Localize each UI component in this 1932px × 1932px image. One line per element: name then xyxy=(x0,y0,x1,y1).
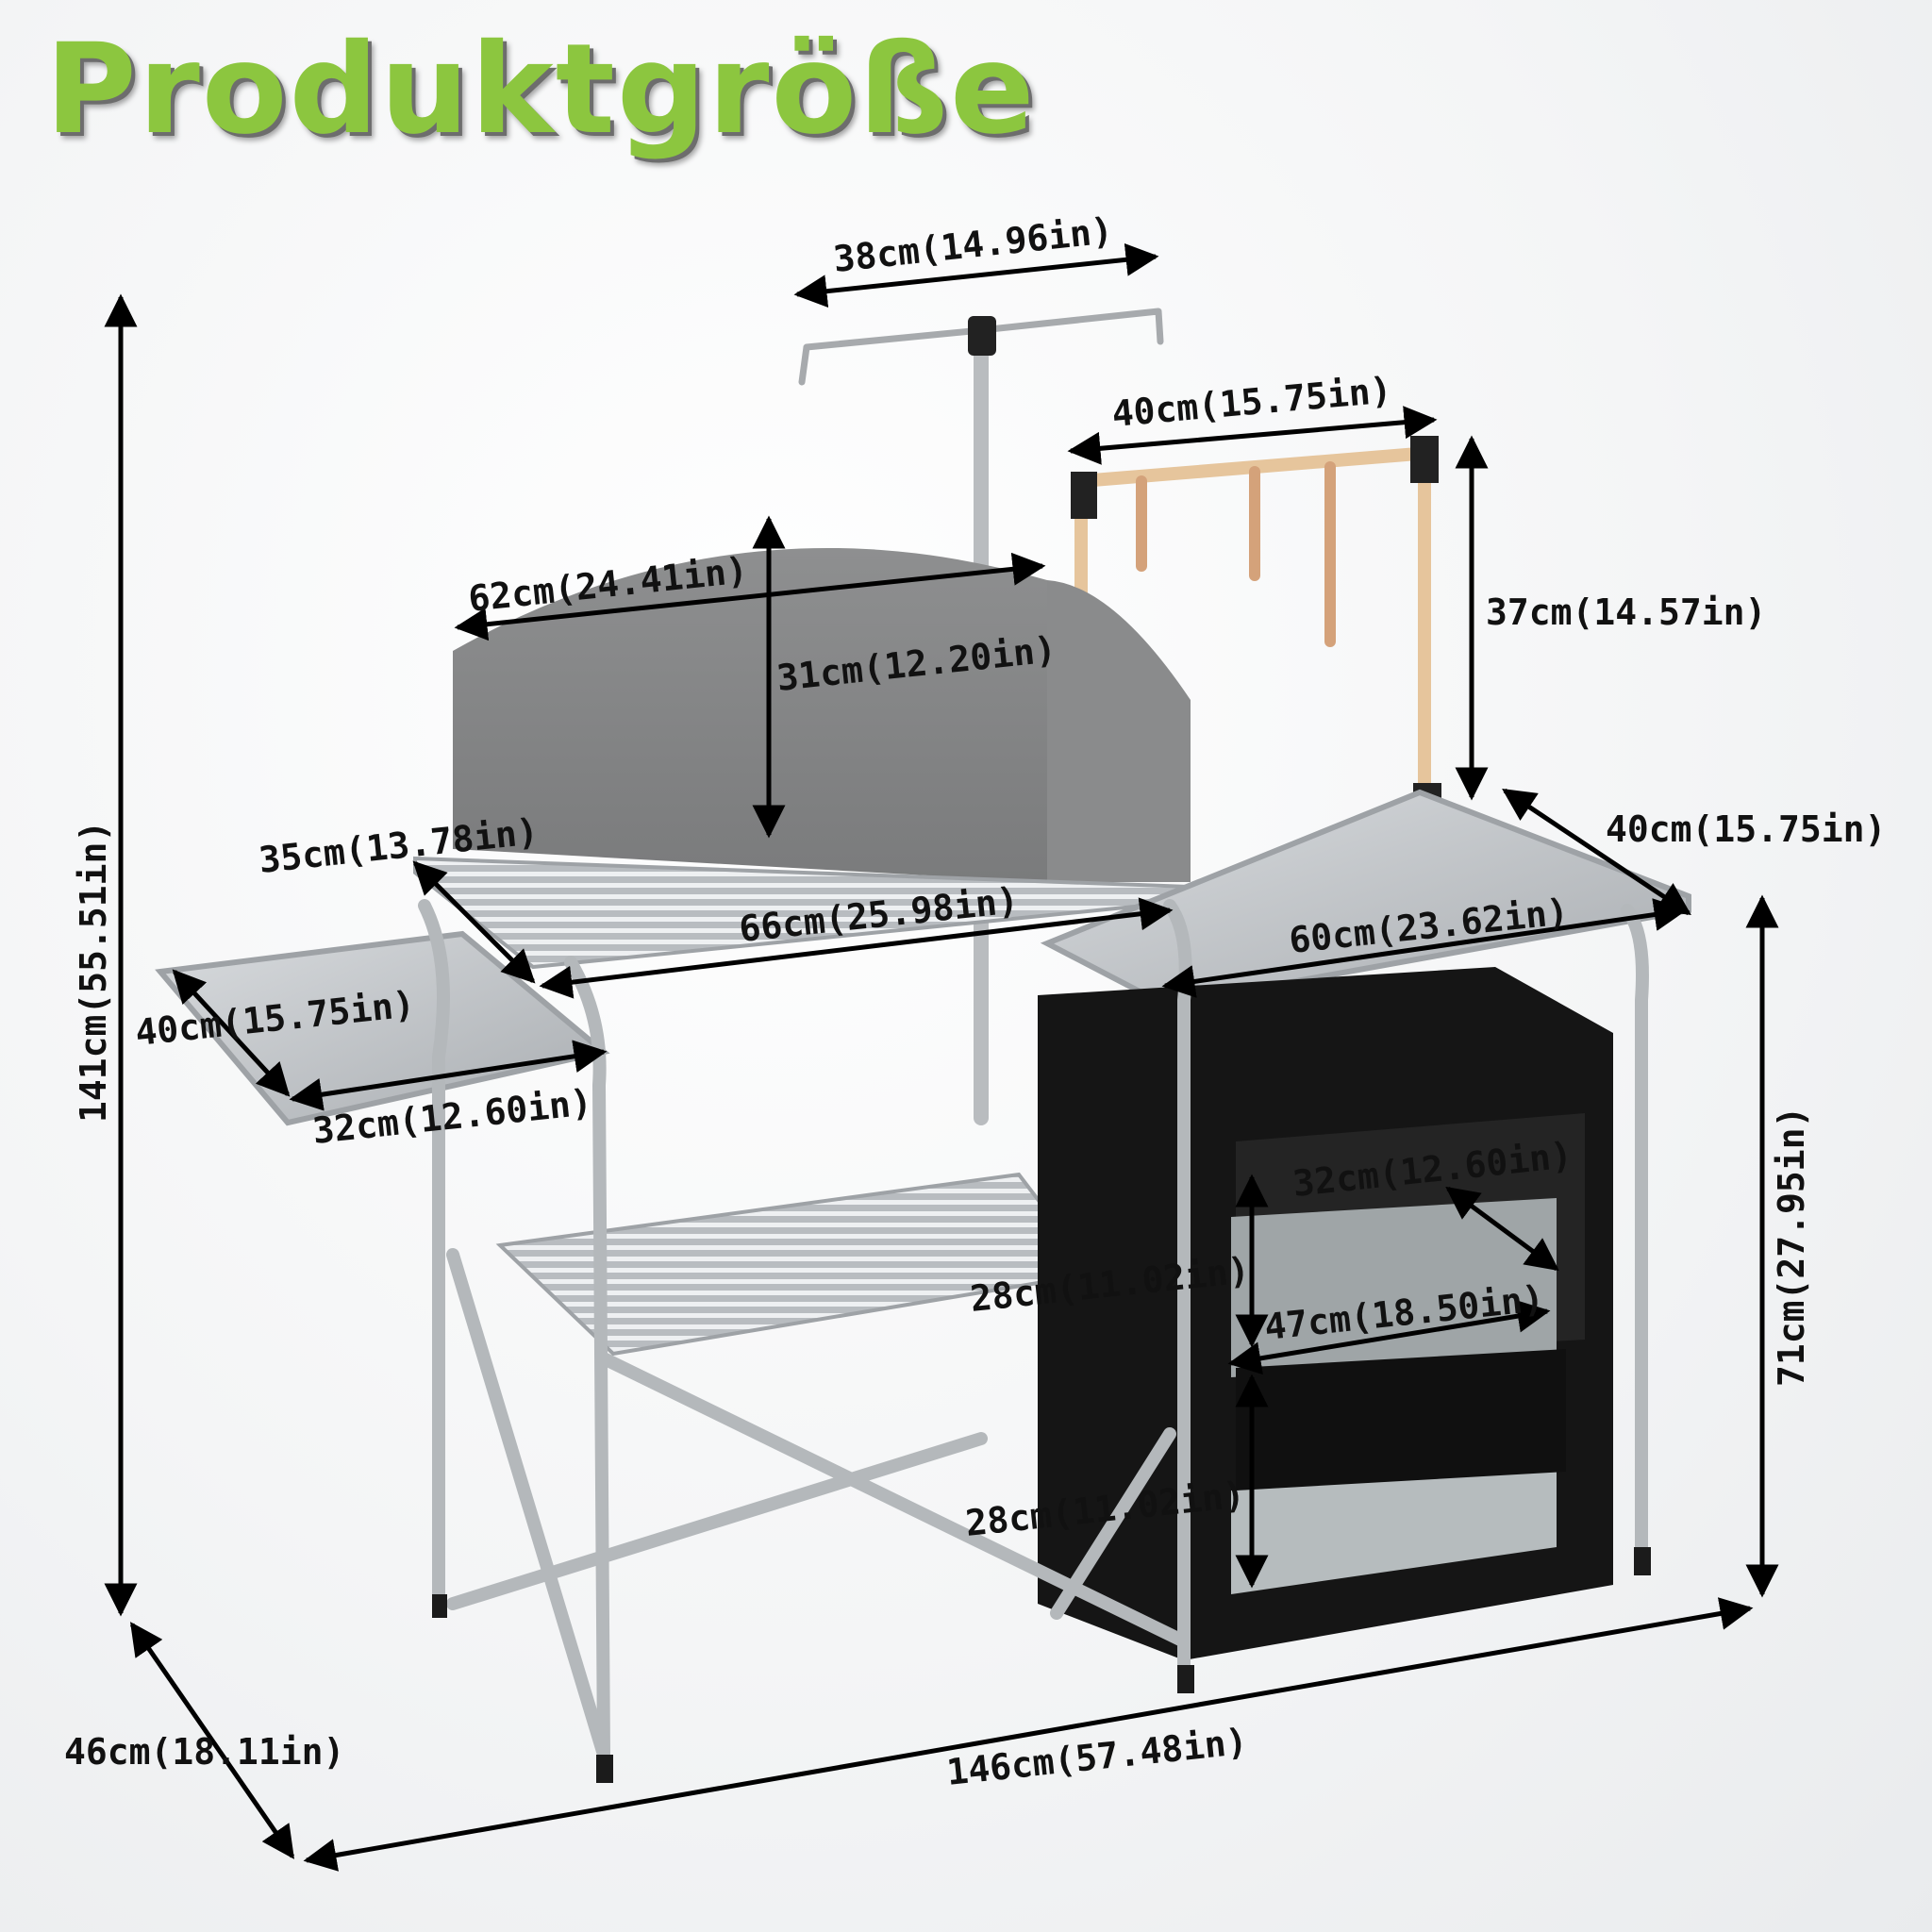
arrow-side-table-depth xyxy=(172,969,291,1097)
label-total-width: 146cm(57.48in) xyxy=(944,1721,1249,1793)
label-total-depth: 46cm(18.11in) xyxy=(64,1731,344,1773)
kitchen-table xyxy=(155,308,1691,1783)
label-right-table-depth: 40cm(15.75in) xyxy=(1606,808,1886,850)
arrow-right-table-width xyxy=(1161,898,1688,998)
arrow-windscreen-width xyxy=(454,552,1046,641)
page-title: Produktgröße xyxy=(45,17,1037,162)
label-total-height: 141cm(55.51in) xyxy=(73,821,114,1123)
arrow-right-table-depth xyxy=(1502,788,1691,916)
arrow-side-table-width xyxy=(289,1040,608,1111)
arrow-total-width xyxy=(303,1597,1754,1872)
arrow-rack-width xyxy=(1067,406,1438,465)
dimension-arrows xyxy=(104,242,1779,1872)
label-table-height: 71cm(27.95in) xyxy=(1771,1107,1812,1387)
arrow-total-depth xyxy=(129,1622,295,1859)
arrow-cabinet-width xyxy=(1227,1299,1551,1375)
label-rack-height: 37cm(14.57in) xyxy=(1486,591,1766,633)
lower-shelf xyxy=(495,1172,1098,1357)
arrow-top-depth xyxy=(412,860,536,984)
label-lamp-hook-width: 38cm(14.96in) xyxy=(831,209,1114,280)
arrow-lamp-hook-width xyxy=(793,242,1159,308)
arrow-top-width xyxy=(539,897,1174,999)
arrow-cabinet-depth xyxy=(1445,1186,1559,1272)
